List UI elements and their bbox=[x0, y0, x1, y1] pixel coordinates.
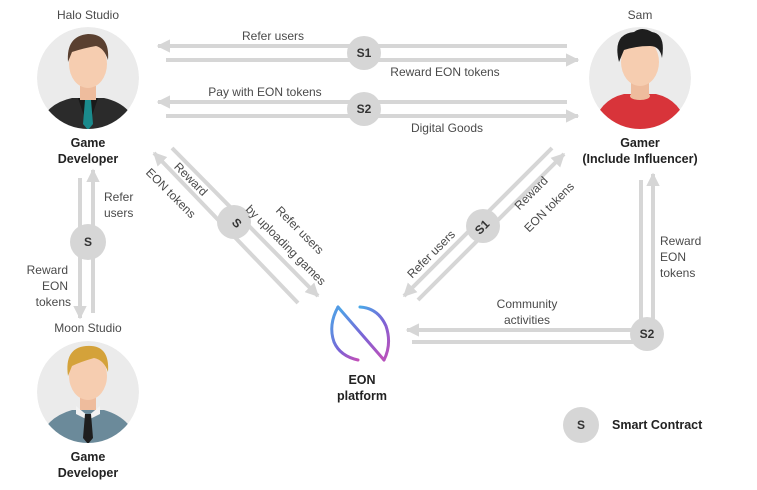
flow-label: Reward bbox=[27, 263, 68, 277]
actor-name: Moon Studio bbox=[54, 321, 122, 335]
actor-sam: Sam Gamer (Include Influencer) bbox=[582, 8, 697, 166]
smart-contract-badge bbox=[217, 205, 251, 239]
actor-role: Developer bbox=[58, 152, 119, 166]
eon-logo-icon bbox=[330, 305, 391, 362]
actor-moon-studio: Moon Studio Game Developer bbox=[37, 321, 139, 480]
legend: S Smart Contract bbox=[563, 407, 703, 443]
flow-label: users bbox=[104, 206, 133, 220]
actor-halo-studio: Halo Studio Game Developer bbox=[37, 8, 139, 166]
flow-halo-sam-s2: S2 Pay with EON tokens Digital Goods bbox=[156, 85, 580, 135]
smart-contract-badge bbox=[70, 224, 106, 260]
male-developer-avatar-icon bbox=[37, 27, 139, 129]
flow-label: EON bbox=[660, 250, 686, 264]
smart-contract-badge bbox=[347, 36, 381, 70]
actor-role: Developer bbox=[58, 466, 119, 480]
flow-label: Refer users bbox=[404, 227, 458, 281]
flow-halo-moon: S Refer users Reward EON tokens bbox=[27, 168, 133, 320]
smart-contract-badge bbox=[466, 209, 500, 243]
flow-label: tokens bbox=[36, 295, 71, 309]
legend-badge bbox=[563, 407, 599, 443]
actor-name: Sam bbox=[628, 8, 653, 22]
eon-name: EON bbox=[348, 373, 375, 387]
flow-label: activities bbox=[504, 313, 550, 327]
flow-label: Reward EON tokens bbox=[390, 65, 499, 79]
flow-label: Refer users bbox=[242, 29, 304, 43]
flow-halo-eon: S Reward EON tokens Refer users by uploa… bbox=[143, 146, 329, 305]
flow-label: Pay with EON tokens bbox=[208, 85, 321, 99]
actor-role: Gamer bbox=[620, 136, 660, 150]
badge-label: S1 bbox=[357, 46, 372, 60]
badge-label: S bbox=[84, 235, 92, 249]
actor-eon-platform: EON platform bbox=[330, 305, 391, 403]
flow-sam-eon-s2: S2 Community activities Reward EON token… bbox=[405, 172, 701, 351]
smart-contract-badge bbox=[630, 317, 664, 351]
flow-label: Digital Goods bbox=[411, 121, 483, 135]
flow-label: Reward bbox=[660, 234, 701, 248]
flow-label: Community bbox=[497, 297, 558, 311]
flow-sam-eon-s1: S1 Refer users Reward EON tokens bbox=[402, 146, 577, 302]
badge-label: S2 bbox=[357, 102, 372, 116]
developer-avatar-icon bbox=[37, 341, 139, 443]
actor-role: (Include Influencer) bbox=[582, 152, 697, 166]
gamer-avatar-icon bbox=[589, 27, 691, 129]
flow-halo-sam-s1: S1 Refer users Reward EON tokens bbox=[156, 29, 580, 79]
legend-badge-label: S bbox=[577, 418, 585, 432]
flow-label: Refer bbox=[104, 190, 133, 204]
legend-label: Smart Contract bbox=[612, 418, 703, 432]
eon-name: platform bbox=[337, 389, 387, 403]
actor-name: Halo Studio bbox=[57, 8, 119, 22]
actor-role: Game bbox=[71, 450, 106, 464]
actor-role: Game bbox=[71, 136, 106, 150]
smart-contract-badge bbox=[347, 92, 381, 126]
flow-label: EON bbox=[42, 279, 68, 293]
flow-label: tokens bbox=[660, 266, 695, 280]
badge-label: S2 bbox=[640, 327, 655, 341]
